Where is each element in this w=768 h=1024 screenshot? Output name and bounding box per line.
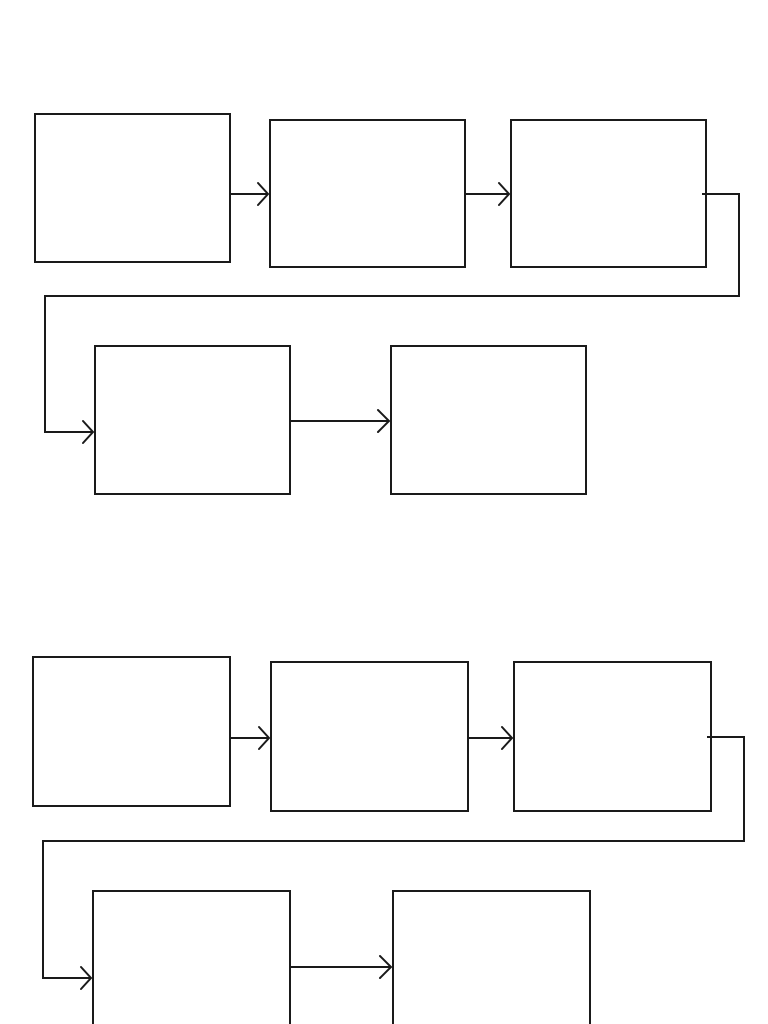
flow-1-box-d xyxy=(94,345,291,495)
flow-2-arrow-d-e xyxy=(290,955,393,979)
flow-2-box-e xyxy=(392,890,591,1024)
flow-1-arrow-b-c xyxy=(465,182,511,206)
flow-2-arrow-b-c xyxy=(468,726,514,750)
flow-2-box-b xyxy=(270,661,469,812)
flow-1-box-b xyxy=(269,119,466,268)
flow-2-box-c xyxy=(513,661,712,812)
flow-2-box-a xyxy=(32,656,231,807)
flow-2-box-d xyxy=(92,890,291,1024)
flow-1-arrow-a-b xyxy=(230,182,270,206)
flow-2-arrow-a-b xyxy=(230,726,271,750)
flow-1-box-a xyxy=(34,113,231,263)
flow-2 xyxy=(32,656,745,1024)
flow-1-arrow-d-e xyxy=(290,409,391,433)
flow-1-arrow-c-d xyxy=(44,193,740,444)
flow-1 xyxy=(34,113,740,495)
flow-1-box-c xyxy=(510,119,707,268)
flow-2-arrow-c-d xyxy=(42,736,745,990)
flow-1-box-e xyxy=(390,345,587,495)
